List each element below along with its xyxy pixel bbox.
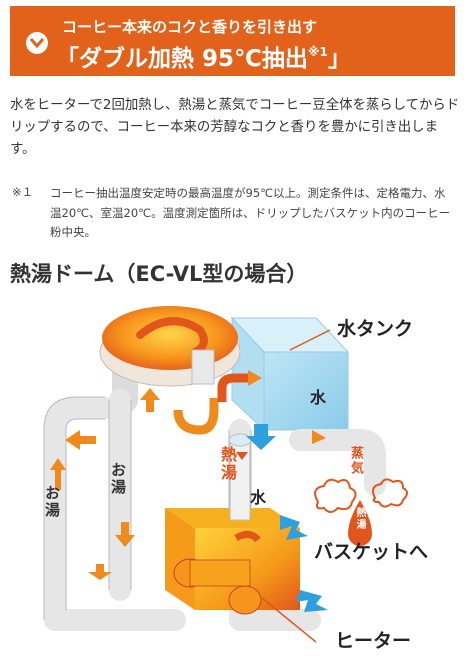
label-steam: 蒸気 xyxy=(348,446,363,476)
label-hot-water-mid: お湯 xyxy=(109,462,127,496)
orange-arrows xyxy=(50,370,326,580)
description-text: 水をヒーターで2回加熱し、熱湯と蒸気でコーヒー豆全体を蒸らしてからドリップするの… xyxy=(10,98,460,157)
steam-clouds xyxy=(314,478,408,513)
label-heater: ヒーター xyxy=(335,630,412,652)
label-water-tank: 水タンク xyxy=(337,318,414,340)
header-title: 「ダブル加熱 95℃抽出※1」 xyxy=(56,39,351,73)
label-to-basket: バスケットへ xyxy=(314,541,429,563)
header-title-main: 「ダブル加熱 95℃抽出 xyxy=(56,46,308,72)
chevron-down-icon[interactable] xyxy=(26,32,48,54)
hot-water-drop-icon xyxy=(348,500,372,546)
feature-header: コーヒー本来のコクと香りを引き出す 「ダブル加熱 95℃抽出※1」 xyxy=(10,6,455,76)
header-subtitle: コーヒー本来のコクと香りを引き出す xyxy=(62,18,318,36)
heating-dome xyxy=(99,306,241,387)
label-hot-water-left: お湯 xyxy=(43,485,61,519)
label-water-in-tank: 水 xyxy=(310,388,327,407)
leader-lines xyxy=(261,329,331,643)
footnote-mark: ※１ xyxy=(12,185,34,199)
water-cylinder xyxy=(228,433,252,521)
footnote-text: コーヒー抽出温度安定時の最高温度が95℃以上。測定条件は、定格電力、水温20℃、… xyxy=(50,186,451,239)
diagram-title: 熱湯ドーム（EC-VL型の場合） xyxy=(10,262,308,286)
header-title-note: ※1 xyxy=(307,45,328,59)
blue-arrows xyxy=(246,424,328,612)
label-water-center: 水 xyxy=(250,488,267,507)
coffee-maker-diagram xyxy=(43,306,408,643)
header-title-close: 」 xyxy=(327,46,351,72)
label-hot-water-drop: 熱湯 xyxy=(354,507,365,531)
heater-block xyxy=(165,508,300,615)
label-hot-water-center: 熱湯 xyxy=(218,446,237,482)
